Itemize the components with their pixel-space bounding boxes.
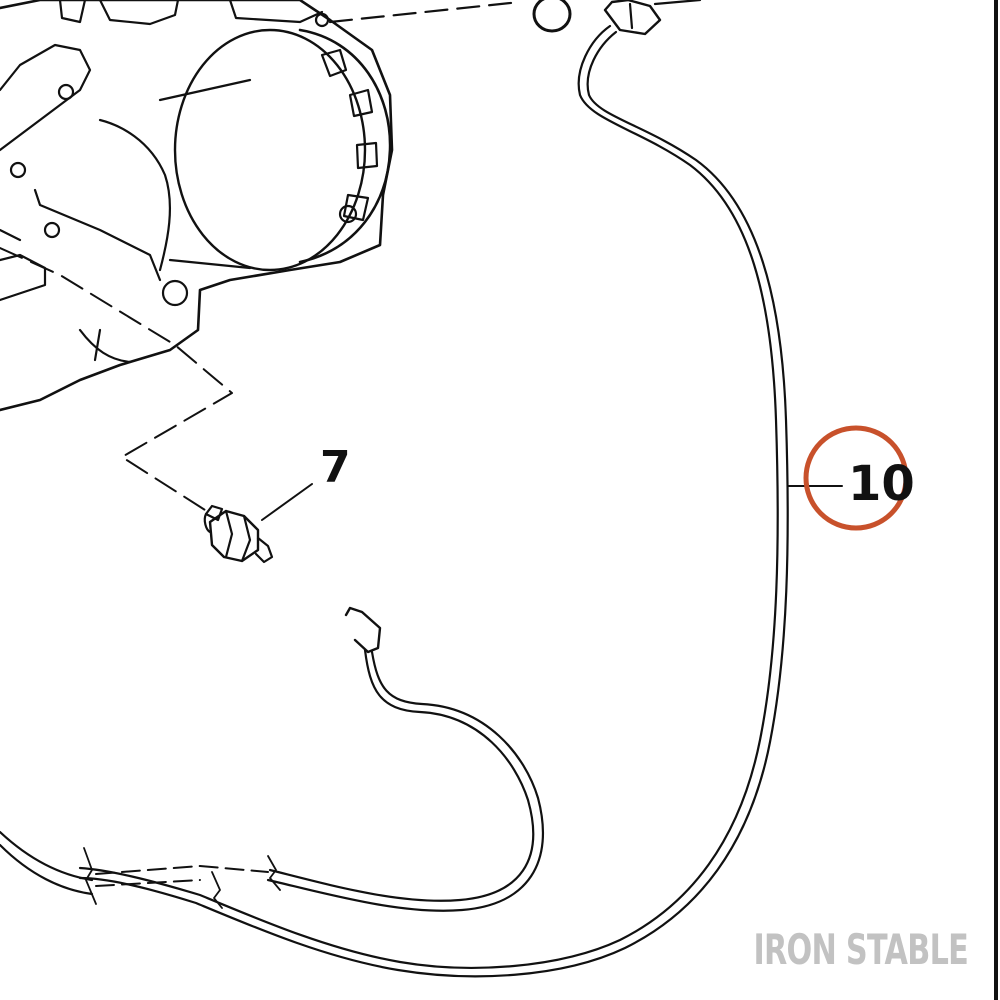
callout-10-highlight [803,425,909,531]
callout-7: 7 [320,442,351,493]
part-10-wire [0,0,789,978]
callout-10: 10 [848,456,915,512]
leader-line-7 [261,483,313,521]
leader-dashed-part-7 [0,247,233,511]
part-7-switch [203,504,274,564]
watermark: IRON STABLE [753,925,968,974]
starter-motor-assembly [0,0,572,412]
